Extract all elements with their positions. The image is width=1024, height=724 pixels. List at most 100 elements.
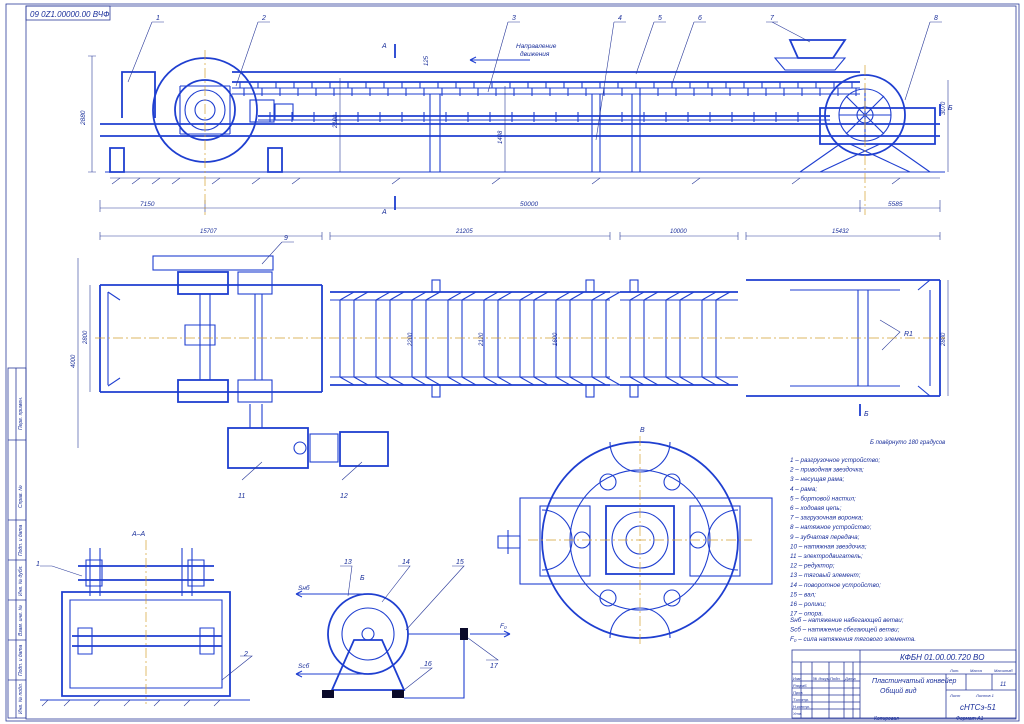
legend-item: 12 – редуктор; (790, 562, 835, 570)
h-sheets: Листов 1 (975, 693, 994, 698)
h-sign: Подп. (830, 676, 841, 681)
plan-view: 15707 21205 10000 15432 4000 2800 2200 2… (71, 229, 949, 500)
dim-seg-1: 15707 (200, 229, 217, 235)
view-b-marker: Б (948, 105, 953, 112)
stamp-perv: Перв. примен. (18, 397, 24, 430)
h-razrab: Разраб. (793, 683, 807, 688)
legend-item: 1 – разгрузочное устройство; (790, 456, 880, 464)
section-a-top: А (381, 43, 387, 50)
stamp-inv-podl: Инв. № подл. (18, 683, 24, 714)
callout-3: 3 (512, 15, 516, 22)
legend-item: 11 – электродвигатель; (790, 552, 863, 560)
copied: Копировал (874, 716, 899, 722)
legend-item: 10 – натяжная звездочка; (790, 542, 867, 550)
h-utv: Утв. (793, 711, 802, 716)
callout-14: 14 (402, 559, 410, 566)
side-stamp: Перв. примен. Справ. № Подп. и дата Инв.… (7, 367, 27, 719)
callout-17: 17 (490, 663, 499, 670)
direction-label-1: Направление (516, 43, 557, 50)
stamp-sprav: Справ. № (18, 485, 24, 508)
parts-legend: 1 – разгрузочное устройство;2 – приводна… (789, 456, 881, 618)
dim-right: 3070 (941, 101, 947, 115)
force-f0: F₀ (500, 623, 507, 630)
h-mass: Масса (970, 668, 983, 673)
h-scale: Масштаб (994, 668, 1013, 673)
dim-bottom-right: 5585 (888, 201, 903, 208)
h-prov: Пров. (793, 690, 804, 695)
dim-w2: 2120 (479, 332, 485, 347)
view-b-label: В (640, 427, 645, 434)
dim-seg-4: 15432 (832, 229, 849, 235)
drawing-frame (25, 5, 1017, 720)
note-item: F₀ – сила натяжения тягового элемента. (790, 636, 916, 643)
direction-label-2: движения (520, 50, 550, 58)
stamp-podp-date-2: Подп. и дата (18, 644, 24, 676)
callout-12: 12 (340, 493, 348, 500)
roller-left (322, 690, 334, 698)
legend-item: 6 – ходовая цепь; (790, 504, 842, 512)
section-label: А–А (131, 531, 146, 538)
h-lit: Лит. (949, 668, 959, 673)
stamp-inv-dubl: Инв. № дубл. (18, 565, 24, 596)
callout-8: 8 (934, 15, 938, 22)
callout-6: 6 (698, 15, 702, 22)
dim-w1: 2200 (408, 332, 414, 347)
note-item: Sсб – натяжение сбегающей ветви; (790, 626, 900, 634)
force-ssb: Sсб (298, 662, 310, 670)
roller-right (392, 690, 404, 698)
dim-bottom-mid: 50000 (520, 201, 538, 208)
dim-seg-2: 21205 (455, 229, 473, 235)
legend-item: 5 – бортовой настил; (790, 494, 856, 502)
group-code: сНТСэ-51 (960, 703, 996, 712)
legend-item: 17 – опора. (790, 611, 823, 618)
legend-item: 9 – зубчатая передача; (790, 533, 860, 541)
r1-label: R1 (904, 331, 913, 338)
callout-7: 7 (770, 15, 775, 22)
legend-item: 15 – вал; (790, 591, 816, 598)
h-tkontr: Т.контр. (793, 697, 809, 702)
title-block: КФБН 01.00.00.720 ВО Пластинчатый конвей… (791, 649, 1017, 722)
dim-top: 125 (424, 55, 430, 66)
view-b-marker-2: Б (864, 411, 869, 418)
callout-11: 11 (238, 493, 245, 500)
callout-15: 15 (456, 559, 464, 566)
stamp-text: 09 0Z1.00000.00 ВЧФ (30, 10, 110, 19)
callout-1b: 1 (36, 561, 40, 568)
note-item: Sнб – натяжение набегающей ветви; (790, 616, 904, 624)
section-a-a: А–А 1 2 (36, 531, 253, 707)
legend-item: 7 – загрузочная воронка; (790, 515, 863, 522)
h-izm: Изм. (793, 676, 802, 681)
dim-height-left: 2880 (80, 110, 87, 126)
dim-seg-3: 10000 (670, 229, 687, 235)
legend-item: 4 – рама; (790, 486, 817, 493)
doc-code: КФБН 01.00.00.720 ВО (900, 653, 984, 662)
h-sheet: Лист (949, 693, 961, 698)
callout-2b: 2 (243, 651, 248, 658)
dim-bottom-left: 7150 (140, 201, 155, 208)
format: Формат А1 (956, 716, 984, 722)
callout-4: 4 (618, 15, 622, 22)
legend-item: 8 – натяжное устройство; (790, 523, 872, 531)
dim-mid-2: 1408 (498, 130, 504, 144)
view-b: В (497, 427, 773, 646)
h-nkontr: Н.контр. (793, 704, 810, 709)
callout-5: 5 (658, 15, 662, 22)
h-date: Дата (844, 676, 856, 681)
callout-2: 2 (261, 15, 266, 22)
section-a-bottom: А (381, 209, 387, 216)
legend-item: 16 – ролики; (790, 601, 826, 608)
legend-item: 14 – поворотное устройство; (790, 581, 881, 589)
legend-item: 3 – несущая рама; (790, 476, 844, 483)
side-view: Направление движения 2880 2100 1408 3070… (80, 39, 953, 216)
force-snb: Sнб (298, 584, 310, 592)
title-line1: Пластинчатый конвейер (872, 677, 957, 685)
sheet-border (5, 3, 1020, 722)
callout-13: 13 (344, 559, 352, 566)
sheet-no: 11 (1000, 682, 1006, 688)
notes: Sнб – натяжение набегающей ветви; Sсб – н… (790, 616, 916, 643)
dim-w3: 1600 (553, 332, 559, 346)
callout-16: 16 (424, 661, 432, 668)
view-rotated-note: Б повёрнуто 180 градусов (870, 440, 945, 446)
force-diagram: Sнб Sсб F₀ Б 13 14 15 16 17 (295, 559, 511, 699)
